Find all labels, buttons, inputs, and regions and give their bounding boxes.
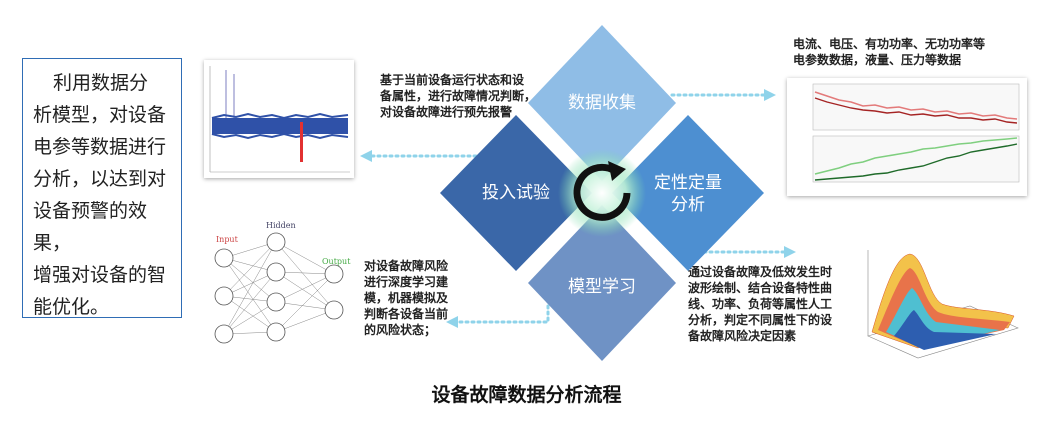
cycle-arrowhead-icon [608,161,626,181]
note-bottom-left: 对设备故障风险 进行深度学习建 模，机器模拟及 判断各设备当前 的风险状态； [364,258,448,338]
cycle-arrow-icon [573,163,631,221]
neural-network-diagram: Input Hidden Output [214,221,351,344]
page-title: 设备故障数据分析流程 [431,384,622,406]
quadrant-label-model-learning: 模型学习 [568,277,636,297]
note-line: 波形绘制、结合设备特性曲 [688,281,833,295]
summary-line: 利用数据分 [53,72,149,94]
summary-line: 析模型，对设备 [33,104,167,126]
note-line: 分析，判定不同属性下的设 [688,313,833,327]
quadrant-label-data-collection: 数据收集 [568,93,636,113]
quadrant-left [440,115,592,271]
note-line: 通过设备故障及低效发生时 [688,265,833,279]
quadrant-label-analysis: 定性定量 分析 [648,172,728,216]
note-line: 电流、电压、有功功率、无功功率等 [793,37,986,51]
note-bottom-right: 通过设备故障及低效发生时 波形绘制、结合设备特性曲 线、功率、负荷等属性人工 分… [688,264,832,344]
note-line: 备属性，进行故障情况判断， [380,89,537,103]
nn-output-label: Output [322,257,351,266]
summary-line: 设备预警的效果， [33,200,148,254]
note-line: 进行深度学习建 [364,275,449,289]
note-line: 线、功率、负荷等属性人工 [688,297,833,311]
electrical-parameter-chart-thumbnail [787,78,1027,196]
summary-box: 利用数据分 析模型，对设备 电参等数据进行 分析，以达到对 设备预警的效果， 增… [22,58,182,318]
note-line: 备故障风险决定因素 [688,329,797,343]
summary-line: 电参等数据进行 [33,136,167,158]
nn-input-label: Input [216,235,239,244]
note-line: 对设备故障风险 [364,259,449,273]
note-line: 的风险状态； [364,323,437,337]
summary-line: 分析，以达到对 [33,168,167,190]
nn-hidden-label: Hidden [266,221,296,230]
quadrant-right [612,115,764,271]
quadrant-top [528,25,676,181]
summary-line: 能优化。 [33,296,110,318]
waveform-chart-thumbnail [204,60,354,178]
quadrant-label-trial: 投入试验 [482,183,550,203]
quadrant-bottom [528,205,676,361]
summary-line: 增强对设备的智 [33,264,167,286]
note-line: 模，机器模拟及 [364,291,449,305]
note-line: 基于当前设备运行状态和设 [380,73,525,87]
note-line: 电参数数据，液量、压力等数据 [793,53,962,67]
note-top-left: 基于当前设备运行状态和设 备属性，进行故障情况判断， 对设备故障进行预先报警 [380,72,536,120]
surface-plot-thumbnail [867,250,1019,359]
quadrant-label-analysis-line: 定性定量 [654,173,722,193]
note-line: 判断各设备当前 [364,307,449,321]
note-line: 对设备故障进行预先报警 [380,105,513,119]
note-top-right: 电流、电压、有功功率、无功功率等 电参数数据，液量、压力等数据 [793,36,985,68]
quadrant-label-analysis-line: 分析 [671,195,705,215]
process-diamond [440,25,764,361]
